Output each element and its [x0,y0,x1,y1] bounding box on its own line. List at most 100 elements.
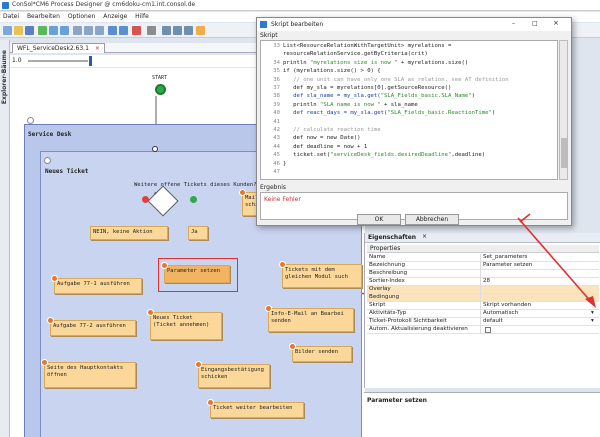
minimize-icon[interactable]: – [512,20,515,27]
code-line: println "SLA name is now " + sla_name [283,101,418,108]
activity-yes[interactable]: Ja [188,226,208,240]
deploy-icon[interactable] [173,26,182,35]
cancel-button[interactable]: Abbrechen [405,214,459,225]
chevron-down-icon[interactable]: ▾ [591,310,594,316]
code-line: def sla_name = my_sla.get("SLA_Fields_ba… [283,93,475,100]
help-icon[interactable] [196,26,205,35]
result-label: Ergebnis [260,184,287,191]
prop-row-aktivitaets-typ[interactable]: Aktivitäts-Typ Automatisch ▾ [367,310,599,318]
zoom-slider-handle[interactable] [89,56,92,66]
activity-tickets-same-module[interactable]: Tickets mit dem gleichen Modul such [279,261,362,288]
activity-no-action-label: NEIN, keine Aktion [93,229,153,235]
line-number: 33 [273,43,280,49]
redo-icon[interactable] [119,26,128,35]
scrollbar-thumb[interactable] [561,138,567,168]
activity-task-77-1[interactable]: Aufgabe 77-1 ausführen [51,275,142,294]
no-marker-icon [142,196,149,203]
prop-row-name[interactable]: Name Set_parameters [367,254,599,262]
tab-process[interactable]: WFL_ServiceDesk2.63.1 × [12,43,105,53]
undo-icon[interactable] [108,26,117,35]
line-number: 47 [273,169,280,175]
prop-row-beschreibung[interactable]: Beschreibung [367,270,599,278]
close-icon[interactable]: × [94,45,100,52]
decision-node[interactable] [152,146,158,152]
line-number: 36 [273,76,280,83]
explorer-sidebar[interactable]: Explorer-Bäume [0,40,10,437]
new-file-icon[interactable] [3,26,12,35]
activity-weiter-bearbeiten[interactable]: Ticket weiter bearbeiten [207,399,304,418]
line-number: 40 [273,110,280,117]
zoom-slider[interactable] [28,56,92,66]
save-icon[interactable] [25,26,34,35]
maximize-icon[interactable]: □ [532,20,538,27]
activity-neues-ticket[interactable]: Neues Ticket (Ticket annehmen) [147,309,222,340]
copy-icon[interactable] [73,26,82,35]
menu-bearbeiten[interactable]: Bearbeiten [26,13,60,20]
script-icon [207,399,214,406]
chevron-down-icon[interactable]: ▾ [591,318,594,324]
prop-key: Name [369,254,386,260]
prop-row-sortier-index[interactable]: Sortier-Index 28 [367,278,599,286]
export-icon[interactable] [49,26,58,35]
search-icon[interactable] [162,26,171,35]
properties-section[interactable]: Properties [367,245,599,253]
close-icon[interactable]: × [553,19,559,27]
import-icon[interactable] [60,26,69,35]
settings-icon[interactable] [184,26,193,35]
activity-hauptkontakt-label: Seite des Hauptkontakts öffnen [47,365,124,378]
prop-key: Beschreibung [369,270,408,276]
menu-anzeige[interactable]: Anzeige [103,13,128,20]
refresh-icon[interactable] [38,26,47,35]
menu-hilfe[interactable]: Hilfe [135,13,149,20]
zoom-label: 1.0 [12,57,22,64]
activity-task-77-1-label: Aufgabe 77-1 ausführen [57,281,130,287]
script-scrollbar[interactable] [559,40,568,180]
script-icon [147,309,154,316]
app-title: ConSol*CM6 Process Designer @ cm6doku-cm… [12,1,196,8]
menu-datei[interactable]: Datei [3,13,20,20]
activity-bilder-label: Bilder senden [295,349,339,355]
script-icon [161,262,168,269]
delete-icon[interactable] [132,26,141,35]
line-number: 44 [273,143,280,150]
prop-row-bedingung[interactable]: Bedingung [367,294,599,302]
properties-close-icon[interactable]: × [422,233,428,240]
editor-tabbar: WFL_ServiceDesk2.63.1 × [10,43,355,53]
activity-no-action[interactable]: NEIN, keine Aktion [90,226,168,240]
checkbox[interactable] [485,327,491,333]
prop-row-protokoll[interactable]: Ticket-Protokoll Sichtbarkeit default ▾ [367,318,599,326]
wrench-icon[interactable] [147,26,156,35]
activity-bilder[interactable]: Bilder senden [289,343,352,362]
prop-row-bezeichnung[interactable]: Bezeichnung Parameter setzen [367,262,599,270]
properties-title: Eigenschaften [368,234,417,241]
prop-row-overlay[interactable]: Overlay [367,286,599,294]
activity-weiter-label: Ticket weiter bearbeiten [213,405,293,411]
prop-row-skript[interactable]: Skript Skript vorhanden [367,302,599,310]
user-icon [27,117,34,124]
activity-parameter-setzen[interactable]: Parameter setzen [161,262,230,283]
open-icon[interactable] [14,26,23,35]
code-line: List<ResourceRelationWithTargetUnit> myr… [283,43,452,49]
script-icon [279,261,286,268]
script-icon [265,305,272,312]
activity-task-77-2[interactable]: Aufgabe 77-2 ausführen [47,317,136,336]
paste-icon[interactable] [84,26,93,35]
code-line: println "myrelations size is now " + myr… [283,59,469,66]
cut-icon[interactable] [95,26,104,35]
start-event[interactable] [155,84,166,95]
activity-info-mail[interactable]: Info-E-Mail an Bearbei senden [265,305,354,332]
line-number: 38 [273,93,280,100]
activity-eingangsbestaetigung[interactable]: Eingangsbestätigung schicken [195,361,270,388]
activity-hauptkontakt[interactable]: Seite des Hauptkontakts öffnen [41,359,136,388]
decision-label: Weitere offene Tickets dieses Kunden? [134,182,257,188]
prop-value: Set_parameters [483,254,528,260]
prop-row-autom-aktualisierung[interactable]: Autom. Aktualisierung deaktivieren [367,326,599,334]
code-line: def my_sla = myrelations[0].getSourceRes… [283,85,452,91]
menu-optionen[interactable]: Optionen [67,13,96,20]
ok-button[interactable]: OK [357,214,401,225]
prop-value: Skript vorhanden [483,302,532,308]
properties-section-label: Properties [370,245,401,252]
selected-element-panel: Parameter setzen [364,392,600,437]
